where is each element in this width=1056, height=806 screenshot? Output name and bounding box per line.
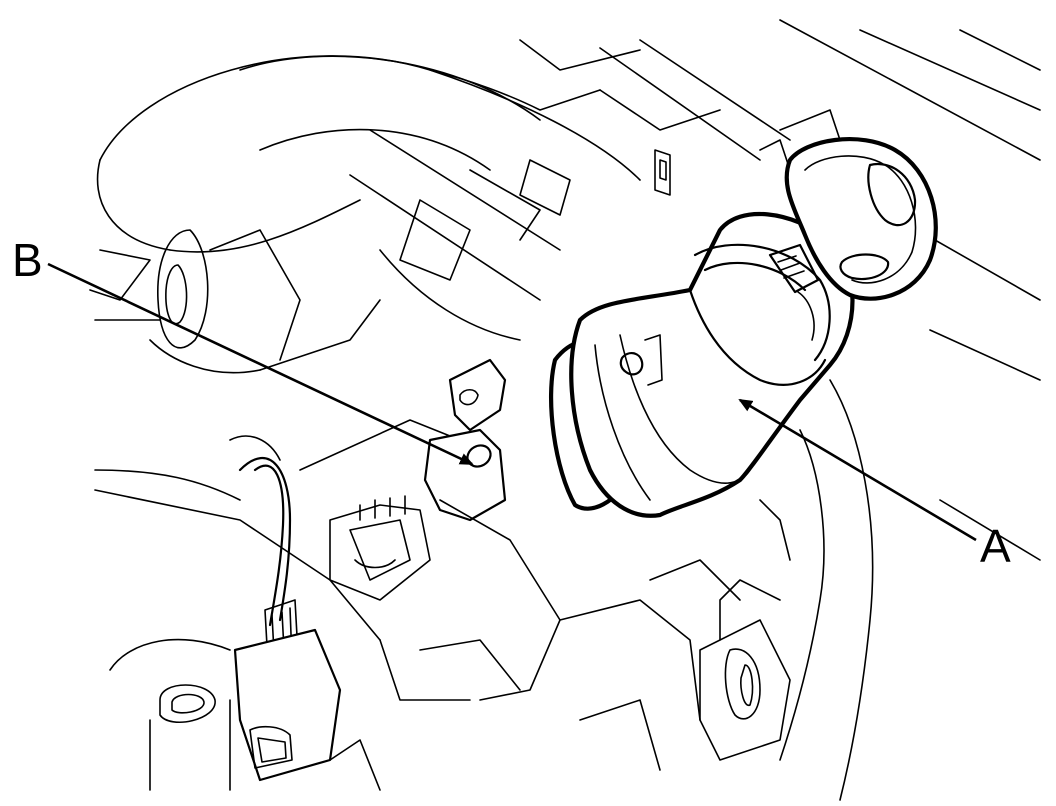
callout-b-leader bbox=[47, 262, 474, 466]
callout-b-label: B bbox=[12, 234, 43, 286]
callout-a-label: A bbox=[980, 520, 1011, 572]
ignition-lock-cylinder bbox=[549, 211, 855, 518]
ignition-key bbox=[784, 137, 938, 301]
steering-column-background bbox=[89, 19, 1041, 801]
callout-a-leader bbox=[738, 398, 977, 542]
